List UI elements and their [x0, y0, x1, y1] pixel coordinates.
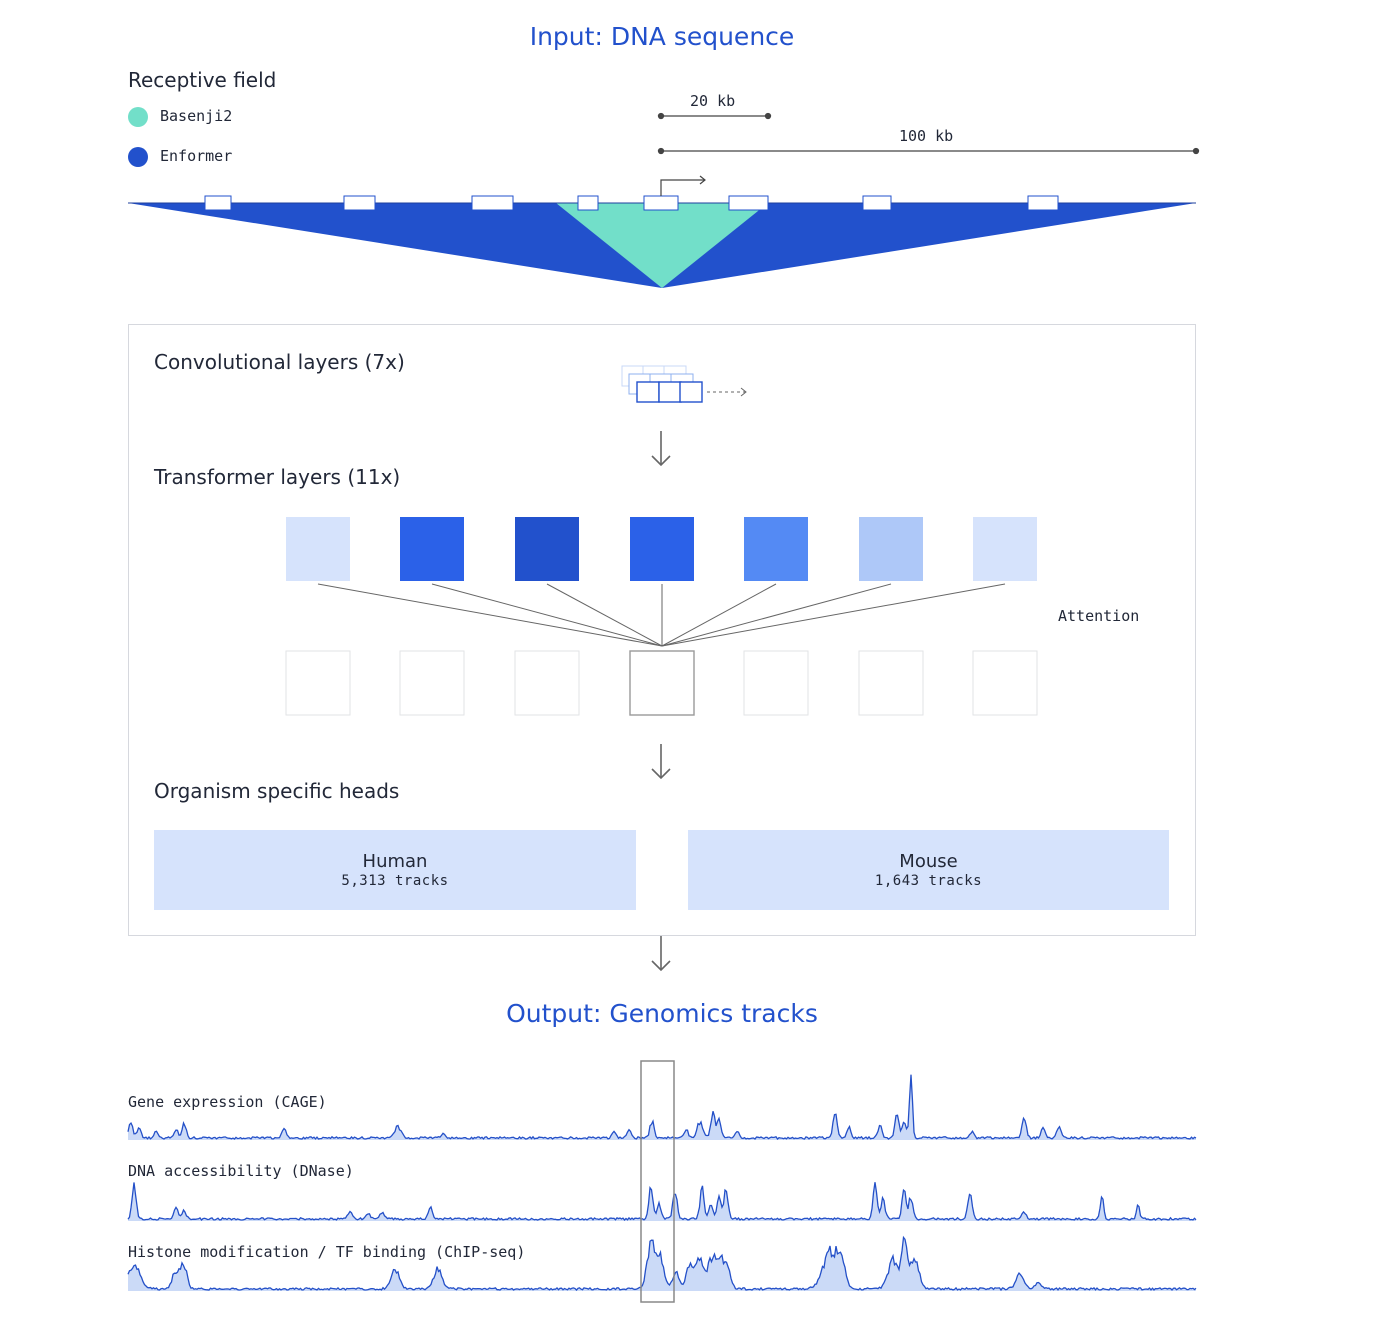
receptive-field-label: Receptive field — [128, 68, 277, 92]
input-title: Input: DNA sequence — [529, 22, 795, 51]
attention-square — [515, 517, 579, 581]
attention-square — [400, 517, 464, 581]
basenji2-legend-dot — [128, 107, 148, 127]
scale-bar-100kb — [657, 147, 1200, 155]
attention-label: Attention — [1058, 607, 1140, 625]
attention-square — [744, 517, 808, 581]
conv-slide-arrow-icon — [707, 387, 747, 397]
dna-gene-boxes — [204, 195, 1059, 211]
mouse-head: Mouse 1,643 tracks — [688, 830, 1169, 910]
down-arrow-icon — [651, 744, 671, 780]
human-head: Human 5,313 tracks — [154, 830, 636, 910]
mouse-head-name: Mouse — [899, 851, 958, 872]
attention-lines — [317, 583, 1006, 647]
enformer-legend-label: Enformer — [160, 147, 233, 165]
track-area — [128, 1074, 1196, 1140]
attention-square — [973, 517, 1037, 581]
attention-square — [859, 517, 923, 581]
human-head-name: Human — [362, 851, 428, 872]
dnase-track — [127, 1182, 1197, 1221]
transformer-layers-label: Transformer layers (11x) — [154, 465, 401, 489]
model-diagram — [285, 365, 1038, 972]
enformer-legend-dot — [128, 147, 148, 167]
scale-100kb-label: 100 kb — [899, 127, 954, 145]
conv-filter-icon — [621, 365, 703, 403]
down-arrow-icon — [651, 936, 671, 972]
conv-layers-label: Convolutional layers (7x) — [154, 350, 405, 374]
attention-target-squares — [285, 650, 1038, 716]
attention-source-squares — [286, 517, 1037, 581]
down-arrow-icon — [651, 431, 671, 467]
attention-square — [630, 517, 694, 581]
cage-track — [127, 1074, 1197, 1140]
track-line — [127, 1235, 1197, 1292]
tss-highlight-box — [640, 1060, 675, 1303]
scale-bar-20kb — [657, 112, 772, 120]
attention-square — [286, 517, 350, 581]
track-line — [127, 1182, 1197, 1221]
scale-20kb-label: 20 kb — [690, 92, 736, 110]
organism-heads-label: Organism specific heads — [154, 779, 400, 803]
basenji2-receptive-field — [556, 203, 768, 288]
tss-arrow-icon — [660, 175, 706, 196]
basenji2-legend-label: Basenji2 — [160, 107, 233, 125]
track-line — [127, 1074, 1197, 1140]
track-label-chipseq: Histone modification / TF binding (ChIP-… — [128, 1243, 526, 1261]
output-title: Output: Genomics tracks — [506, 999, 818, 1028]
chipseq-track — [127, 1235, 1197, 1292]
receptive-field-diagram — [128, 112, 1200, 288]
track-label-cage: Gene expression (CAGE) — [128, 1093, 327, 1111]
mouse-head-tracks: 1,643 tracks — [874, 873, 983, 889]
human-head-tracks: 5,313 tracks — [341, 873, 449, 889]
track-label-dnase: DNA accessibility (DNase) — [128, 1162, 354, 1180]
